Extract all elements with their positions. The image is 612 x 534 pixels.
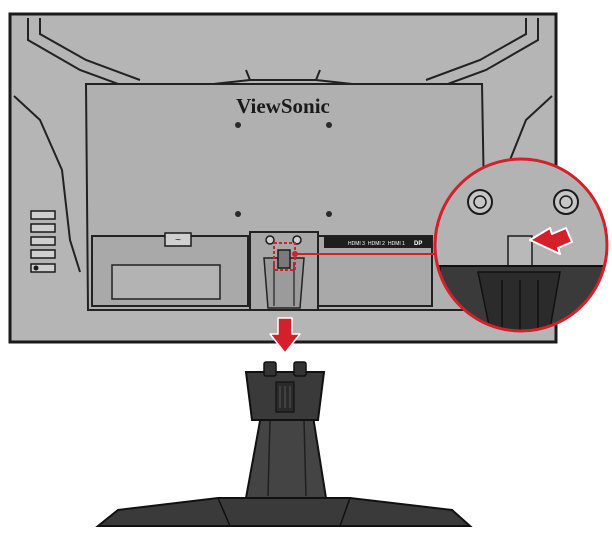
- release-button-highlight: [273, 242, 296, 271]
- release-button: [277, 249, 291, 269]
- mount-screw: [265, 235, 275, 245]
- zoom-release-button: [507, 235, 533, 267]
- port-label-dp: DP: [414, 241, 422, 247]
- vesa-screw-holes: [235, 122, 332, 217]
- zoom-screw: [553, 189, 579, 215]
- zoom-callout: [433, 157, 609, 333]
- screw-hole: [326, 211, 332, 217]
- callout-connector: [292, 251, 436, 257]
- control-button: [30, 210, 56, 220]
- stand-mount-area: [249, 231, 319, 311]
- port-label-hdmi3: HDMI 3: [348, 241, 365, 247]
- zoom-screw: [467, 189, 493, 215]
- control-button: [30, 223, 56, 233]
- screw-hole: [235, 122, 241, 128]
- stand-hook-right: [293, 361, 307, 377]
- stand: [95, 361, 473, 527]
- power-led-icon: [33, 265, 39, 271]
- power-port: ~: [164, 232, 192, 247]
- port-label-hdmi2: HDMI 2: [368, 241, 385, 247]
- control-button: [30, 249, 56, 259]
- port-strip: [324, 236, 432, 248]
- screw-hole: [235, 211, 241, 217]
- control-buttons: [30, 210, 56, 273]
- video-ports: HDMI 3 HDMI 2 HDMI 1 DP: [324, 236, 432, 248]
- power-button: [30, 263, 56, 273]
- arrow-left-icon: [529, 227, 573, 255]
- arrow-down-icon: [269, 317, 301, 354]
- port-label-hdmi1: HDMI 1: [388, 241, 405, 247]
- stand-base: [95, 497, 473, 527]
- control-button: [30, 236, 56, 246]
- brand-logo: ViewSonic: [236, 94, 330, 118]
- power-symbol: ~: [175, 235, 181, 246]
- stand-hook-left: [263, 361, 277, 377]
- stand-neck: [244, 409, 328, 499]
- speaker-grille: [111, 264, 221, 300]
- zoom-callout-ring: [433, 157, 609, 333]
- screw-hole: [326, 122, 332, 128]
